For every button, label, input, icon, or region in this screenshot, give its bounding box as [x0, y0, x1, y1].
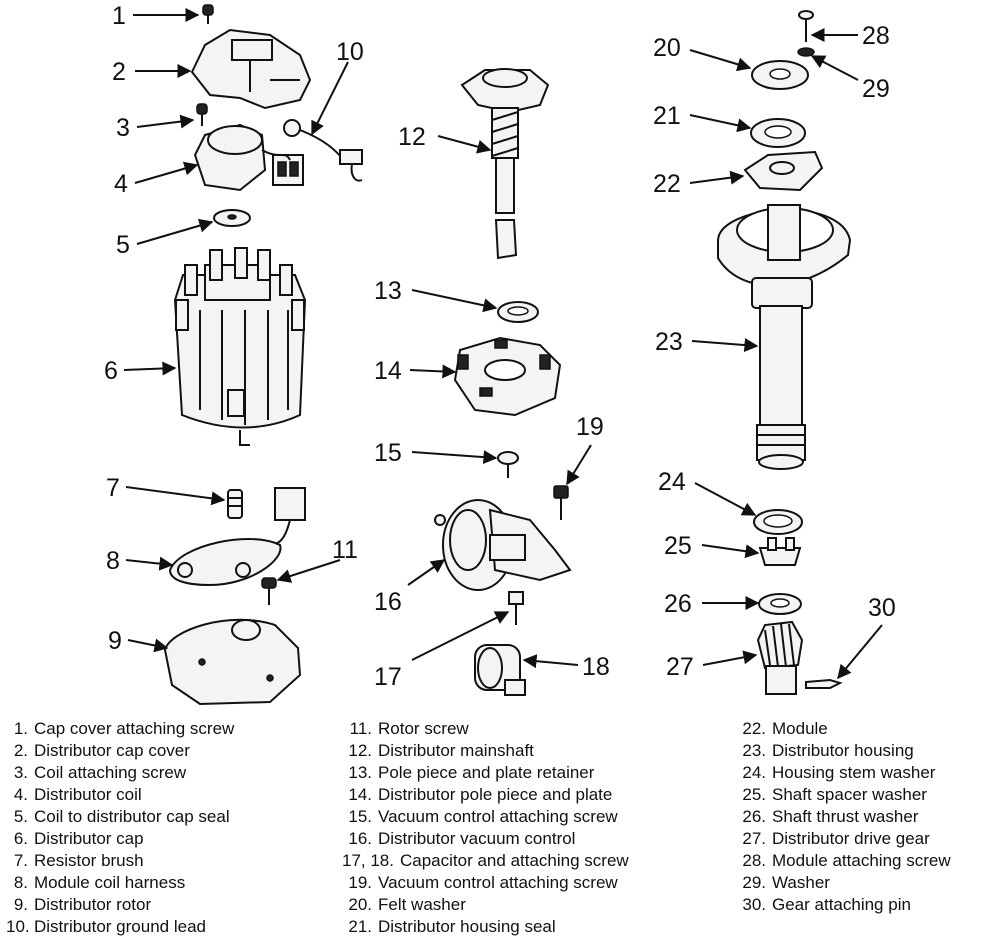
legend-item: 27.Distributor drive gear [742, 829, 930, 848]
legend-item: 25.Shaft spacer washer [742, 785, 927, 804]
part-6-distributor-cap [173, 247, 307, 446]
legend-item: 21.Distributor housing seal [348, 917, 556, 936]
part-16-vacuum-control [434, 499, 572, 591]
legend-item: 9.Distributor rotor [13, 895, 152, 914]
callout-8: 8 [106, 547, 120, 575]
part-25-shaft-spacer-washer [758, 537, 802, 566]
legend-item: 5.Coil to distributor cap seal [13, 807, 230, 826]
part-3-coil-screw [196, 103, 208, 126]
callout-6: 6 [104, 357, 118, 385]
legend-item: 13.Pole piece and plate retainer [348, 763, 595, 782]
callout-16: 16 [374, 588, 402, 616]
legend-item: 1.Cap cover attaching screw [13, 719, 235, 738]
part-19-vacuum-screw [553, 485, 569, 520]
callout-17: 17 [374, 663, 402, 691]
part-11-rotor-screw [261, 577, 277, 605]
callout-22: 22 [653, 170, 681, 198]
part-21-housing-seal [750, 118, 806, 148]
legend-item: 4.Distributor coil [13, 785, 142, 804]
part-24-housing-stem-washer [753, 509, 803, 535]
exploded-parts-diagram: 1 2 3 4 5 6 7 8 9 10 11 12 13 14 15 16 1… [104, 2, 896, 706]
legend-item: 16.Distributor vacuum control [348, 829, 576, 848]
callout-18: 18 [582, 653, 610, 681]
legend-column-1: 1.Cap cover attaching screw 2.Distributo… [6, 718, 234, 938]
legend-item: 8.Module coil harness [13, 873, 186, 892]
legend-item: 10.Distributor ground lead [6, 917, 206, 936]
legend-column-3: 22.Module 23.Distributor housing 24.Hous… [738, 718, 951, 916]
callout-numbers: 1 2 3 4 5 6 7 8 9 10 11 12 13 14 15 16 1… [104, 2, 896, 691]
part-1-cap-cover-screw [202, 4, 214, 24]
callout-14: 14 [374, 357, 402, 385]
part-10-ground-lead [283, 119, 363, 182]
callout-29: 29 [862, 75, 890, 103]
legend-item: 3.Coil attaching screw [13, 763, 187, 782]
part-9-distributor-rotor [163, 618, 302, 706]
legend-item: 30.Gear attaching pin [742, 895, 911, 914]
callout-20: 20 [653, 34, 681, 62]
callout-28: 28 [862, 22, 890, 50]
callout-leaders [123, 8, 883, 680]
callout-1: 1 [112, 2, 126, 30]
legend-item: 14.Distributor pole piece and plate [348, 785, 613, 804]
legend-item: 28.Module attaching screw [742, 851, 951, 870]
part-22-module [743, 150, 824, 192]
legend-item: 6.Distributor cap [13, 829, 144, 848]
callout-15: 15 [374, 439, 402, 467]
callout-4: 4 [114, 170, 128, 198]
callout-11: 11 [332, 536, 358, 564]
callout-13: 13 [374, 277, 402, 305]
legend-item: 20.Felt washer [348, 895, 466, 914]
part-20-felt-washer [751, 60, 809, 90]
part-14-pole-piece-plate [453, 336, 562, 417]
part-28-module-screw [798, 10, 814, 42]
legend-item: 12.Distributor mainshaft [348, 741, 534, 760]
callout-5: 5 [116, 231, 130, 259]
part-17-capacitor-screw [508, 591, 524, 625]
legend-item: 19.Vacuum control attaching screw [348, 873, 618, 892]
part-12-distributor-mainshaft [460, 68, 550, 260]
legend-item: 23.Distributor housing [742, 741, 914, 760]
part-8-module-coil-harness [168, 487, 306, 587]
legend-item: 11.Rotor screw [349, 719, 469, 738]
legend-item: 7.Resistor brush [13, 851, 144, 870]
part-13-plate-retainer [497, 301, 539, 323]
legend-item: 15.Vacuum control attaching screw [348, 807, 618, 826]
part-4-distributor-coil [193, 123, 304, 192]
part-27-drive-gear [756, 620, 804, 695]
callout-10: 10 [336, 38, 364, 66]
legend-item: 2.Distributor cap cover [13, 741, 190, 760]
callout-26: 26 [664, 590, 692, 618]
callout-9: 9 [108, 627, 122, 655]
callout-27: 27 [666, 653, 694, 681]
legend-column-2: 11.Rotor screw 12.Distributor mainshaft … [342, 718, 629, 938]
part-2-distributor-cap-cover [190, 28, 312, 110]
legend-item: 24.Housing stem washer [742, 763, 936, 782]
part-26-shaft-thrust-washer [758, 593, 802, 615]
callout-21: 21 [653, 102, 681, 130]
callout-24: 24 [658, 468, 686, 496]
part-18-capacitor [474, 644, 526, 696]
legend-item: 17, 18.Capacitor and attaching screw [342, 851, 629, 870]
callout-3: 3 [116, 114, 130, 142]
callout-25: 25 [664, 532, 692, 560]
part-15-vacuum-screw [497, 451, 519, 478]
callout-19: 19 [576, 413, 604, 441]
part-29-washer [797, 47, 815, 57]
legend-item: 22.Module [742, 719, 828, 738]
callout-2: 2 [112, 58, 126, 86]
callout-23: 23 [655, 328, 683, 356]
part-23-distributor-housing [717, 204, 852, 470]
callout-30: 30 [868, 594, 896, 622]
callout-7: 7 [106, 474, 120, 502]
part-30-gear-pin [805, 678, 843, 689]
legend-item: 26.Shaft thrust washer [742, 807, 919, 826]
legend-item: 29.Washer [742, 873, 830, 892]
part-7-resistor-brush [227, 489, 243, 519]
part-5-seal [213, 209, 251, 227]
callout-12: 12 [398, 123, 426, 151]
